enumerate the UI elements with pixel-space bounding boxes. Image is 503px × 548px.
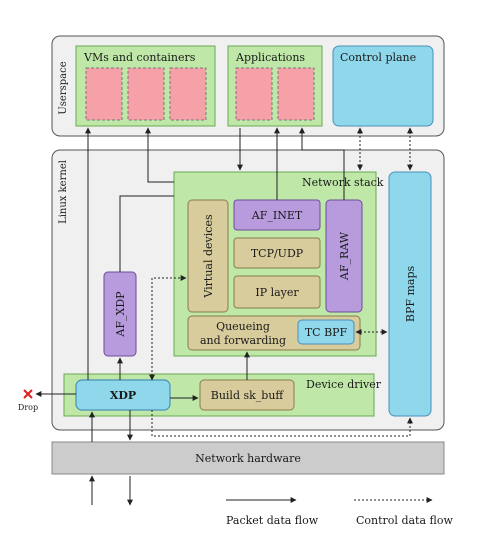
xdp-to-bpfmaps-arrow xyxy=(151,410,413,437)
drop-icon xyxy=(23,389,33,399)
ip-layer-box xyxy=(233,275,321,309)
legend-packet-flow-label: Packet data flow xyxy=(226,514,319,527)
network-stack-label: Network stack xyxy=(302,176,384,189)
app-instance-2 xyxy=(277,67,315,121)
xdp-label: XDP xyxy=(110,389,136,402)
vms-containers-label: VMs and containers xyxy=(83,51,196,64)
tcp-udp-box xyxy=(233,237,321,269)
xdp-box xyxy=(75,379,171,411)
afraw-to-app-arrow xyxy=(299,127,345,200)
af-raw-label: AF_RAW xyxy=(338,231,351,281)
drop-label: Drop xyxy=(18,403,38,412)
network-hardware-label: Network hardware xyxy=(195,452,301,465)
packet-flow-arrows xyxy=(35,127,345,506)
bpf-maps-label: BPF maps xyxy=(404,266,417,323)
xdp-to-virtualdev-arrow xyxy=(149,275,187,381)
build-skbuff-label: Build sk_buff xyxy=(211,389,285,402)
legend: Packet data flow Control data flow xyxy=(226,497,453,527)
tc-bpf-box xyxy=(297,319,355,345)
legend-control-flow-label: Control data flow xyxy=(356,514,453,527)
control-plane-label: Control plane xyxy=(340,51,416,64)
applications-label: Applications xyxy=(235,51,305,64)
af-inet-label: AF_INET xyxy=(251,209,303,222)
queueing-label-line2: and forwarding xyxy=(200,334,286,347)
vm-instance-3 xyxy=(169,67,207,121)
queueing-label-line1: Queueing xyxy=(216,320,270,333)
vm-instance-1 xyxy=(85,67,123,121)
afxdp-to-app-arrow xyxy=(119,195,174,272)
device-driver-label: Device driver xyxy=(306,378,382,391)
app-instance-1 xyxy=(235,67,273,121)
ip-layer-label: IP layer xyxy=(255,286,299,299)
control-flow-arrows xyxy=(149,127,413,437)
af-xdp-label: AF_XDP xyxy=(114,291,127,338)
tcp-udp-label: TCP/UDP xyxy=(251,247,304,260)
tc-bpf-label: TC BPF xyxy=(305,326,348,339)
stack-to-vms-arrow xyxy=(145,127,174,183)
linux-kernel-label: Linux kernel xyxy=(58,160,69,224)
vm-instance-2 xyxy=(127,67,165,121)
network-hardware-box xyxy=(51,441,445,475)
virtual-devices-box xyxy=(187,199,229,313)
userspace-label: Userspace xyxy=(58,61,69,114)
control-plane-box xyxy=(332,45,434,127)
virtual-devices-label: Virtual devices xyxy=(202,214,215,299)
bpf-maps-box xyxy=(388,171,432,417)
